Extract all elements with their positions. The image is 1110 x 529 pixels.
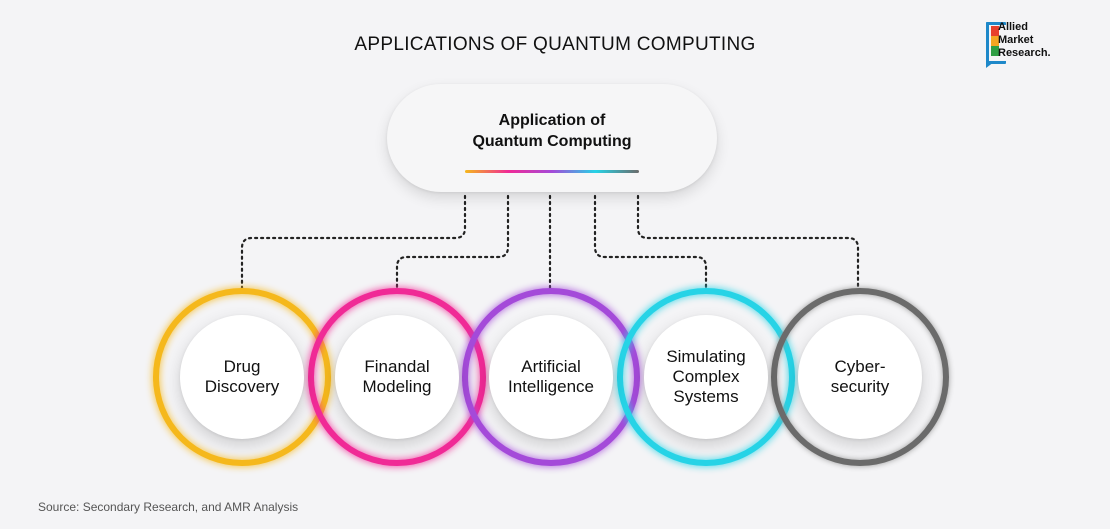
- node-drug-discovery: Drug Discovery: [180, 315, 304, 439]
- connector-drug-discovery: [240, 194, 467, 292]
- node-label: Cyber- security: [830, 357, 890, 396]
- logo-line-3: Research.: [998, 47, 1051, 59]
- node-label: Simulating Complex Systems: [666, 347, 746, 406]
- node-label: Finandal Modeling: [362, 357, 432, 396]
- ring-financial-modeling: [308, 288, 486, 466]
- hub-gradient-bar: [465, 170, 639, 173]
- ring-cybersecurity: [771, 288, 949, 466]
- node-simulating-systems: Simulating Complex Systems: [644, 315, 768, 439]
- node-artificial-intelligence: Artificial Intelligence: [489, 315, 613, 439]
- node-cybersecurity: Cyber- security: [798, 315, 922, 439]
- logo-line-2: Market: [998, 34, 1034, 46]
- page-title: APPLICATIONS OF QUANTUM COMPUTING: [354, 34, 756, 55]
- ring-drug-discovery: [153, 288, 331, 466]
- node-label: Artificial Intelligence: [507, 357, 594, 396]
- central-hub: Application of Quantum Computing: [387, 84, 717, 192]
- node-label: Drug Discovery: [204, 357, 280, 396]
- connector-cybersecurity: [636, 194, 860, 292]
- logo-mark: [986, 22, 1006, 64]
- logo-line-1: Allied: [998, 21, 1028, 33]
- connector-simulating-systems: [593, 194, 708, 292]
- ring-simulating-systems: [617, 288, 795, 466]
- logo-tail: [986, 62, 994, 68]
- connector-financial-modeling: [395, 194, 510, 292]
- ring-artificial-intelligence: [462, 288, 640, 466]
- hub-title: Application of Quantum Computing: [472, 112, 632, 150]
- logo-text: Allied Market Research.: [998, 21, 1051, 60]
- brand-logo: Allied Market Research.: [986, 20, 1086, 70]
- node-financial-modeling: Finandal Modeling: [335, 315, 459, 439]
- source-note: Source: Secondary Research, and AMR Anal…: [38, 500, 299, 514]
- logo-bars: [991, 26, 999, 56]
